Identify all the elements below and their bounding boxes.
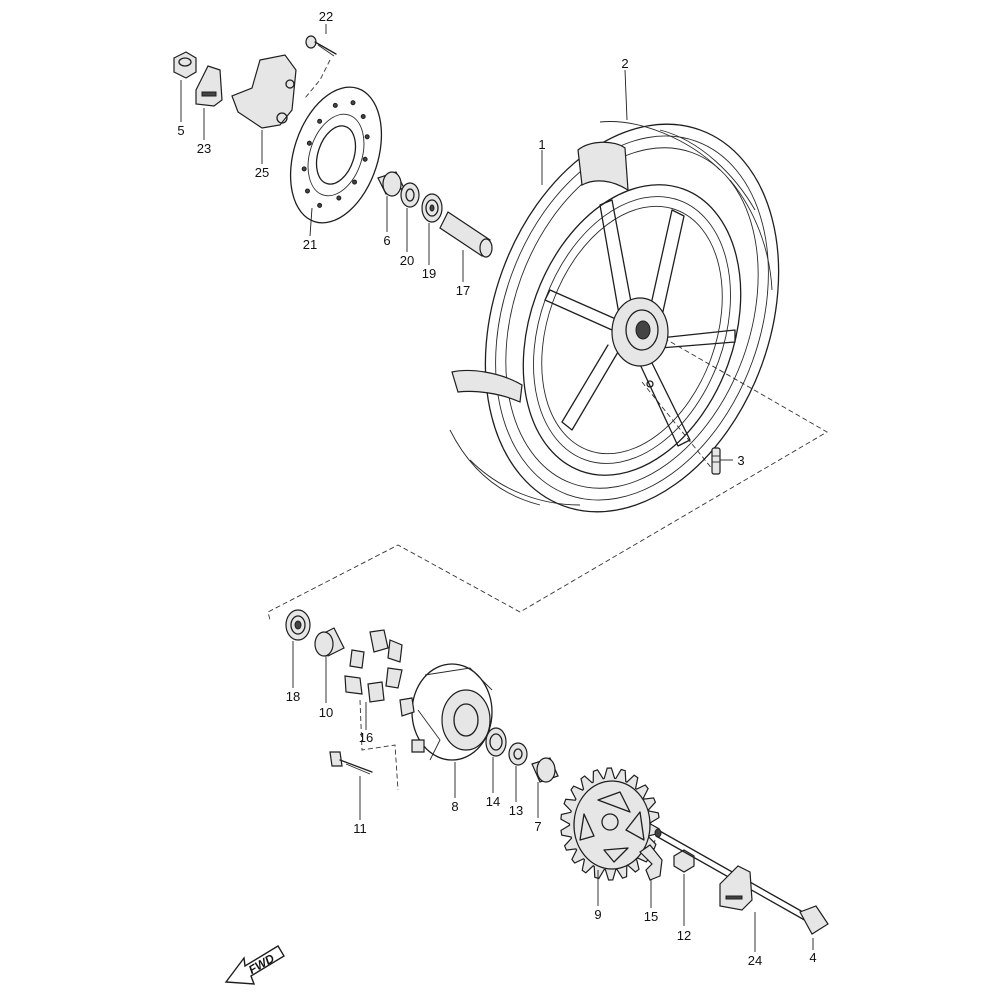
callout-12: 12 [677,928,691,943]
bolt-11 [329,751,373,775]
leader-lines [180,24,814,952]
callout-13: 13 [509,803,523,818]
callout-21: 21 [303,237,317,252]
collar-10 [314,627,345,657]
bearing-19 [421,193,443,223]
callout-6: 6 [383,233,390,248]
callout-5: 5 [177,123,184,138]
tire-cutaway-bottom [451,369,523,403]
bolt-22 [305,35,337,57]
nut-12 [673,849,695,873]
callout-18: 18 [286,689,300,704]
bearing-18 [285,609,311,641]
callout-4: 4 [809,950,816,965]
valve-hole [646,380,654,388]
tire-valve [711,447,721,475]
sprocket-hub [399,663,493,761]
callout-16: 16 [359,730,373,745]
chain-adjuster [719,865,753,911]
callout-1: 1 [538,137,545,152]
fwd-arrow-icon: FWD [224,945,285,985]
sprocket [560,767,660,881]
callout-8: 8 [451,799,458,814]
callout-9: 9 [594,907,601,922]
callout-labels: 1 2 3 4 5 6 7 8 9 10 11 12 13 14 15 16 1… [177,9,816,968]
wheel-assembly [449,121,780,513]
callout-10: 10 [319,705,333,720]
wheel-spokes [544,199,736,447]
callout-20: 20 [400,253,414,268]
callout-15: 15 [644,909,658,924]
callout-3: 3 [737,453,744,468]
distance-collar-17 [439,211,493,258]
anchor-plate [195,65,223,107]
caliper-bracket-hole [276,112,288,124]
wheel-hub [611,297,669,367]
collar-7 [531,757,559,783]
callout-22: 22 [319,9,333,24]
tire [484,123,780,513]
oil-seal-13 [508,742,528,766]
lock-plate-15 [639,844,663,881]
damper-rubbers [344,629,403,703]
callout-17: 17 [456,283,470,298]
callout-14: 14 [486,794,500,809]
nut-5 [173,51,197,79]
callout-24: 24 [748,953,762,968]
tire-cutaway-top [577,141,629,192]
bearing-14 [485,727,507,757]
callout-11: 11 [353,821,367,836]
callout-2: 2 [621,56,628,71]
callout-23: 23 [197,141,211,156]
callout-25: 25 [255,165,269,180]
tire-tread [449,121,773,506]
callout-19: 19 [422,266,436,281]
oil-seal-20 [400,182,420,208]
callout-7: 7 [534,819,541,834]
anchor-plate-slot [201,91,217,97]
collar-6 [377,171,405,197]
caliper-bracket [231,54,297,129]
brake-disc [289,86,383,224]
caliper-bracket-hole-upper [285,79,295,89]
